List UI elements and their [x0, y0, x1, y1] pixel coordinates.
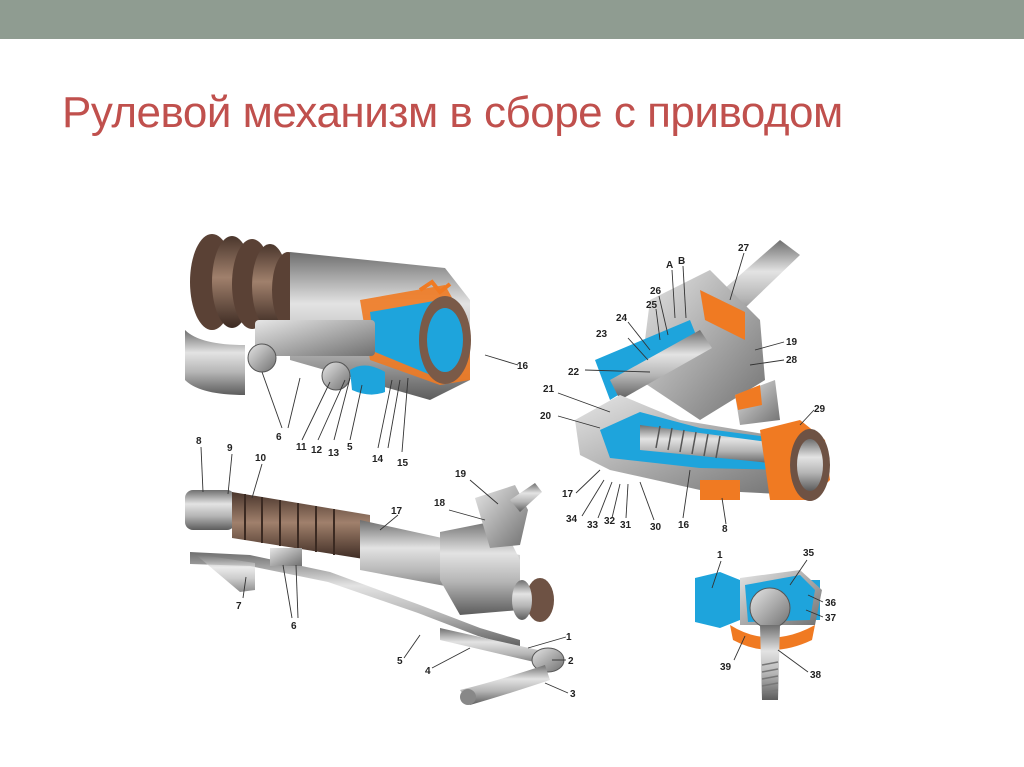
callout-16: 16 [517, 361, 529, 372]
callout-13: 13 [328, 448, 340, 459]
callout-17: 17 [391, 506, 403, 517]
leaders-ball-joint [711, 559, 824, 673]
callout-27: 27 [738, 243, 750, 254]
callout-19b: 19 [786, 337, 798, 348]
callout-8b: 8 [722, 524, 728, 535]
callout-1b: 1 [717, 550, 723, 561]
cutaway-rack-end [185, 234, 471, 400]
top-bar [0, 0, 1024, 39]
callout-36: 36 [825, 598, 837, 609]
callout-7: 7 [236, 601, 242, 612]
callout-16b: 16 [678, 520, 690, 531]
rack-teeth-section [640, 425, 790, 465]
pinion-shaft-section [610, 330, 712, 400]
callout-24: 24 [616, 313, 628, 324]
callouts-top-left: 16 6 11 12 13 5 14 15 [276, 361, 529, 469]
callout-17b: 17 [562, 489, 574, 500]
callout-8: 8 [196, 436, 202, 447]
callout-37: 37 [825, 613, 837, 624]
callout-28: 28 [786, 355, 798, 366]
callout-31: 31 [620, 520, 632, 531]
callout-15: 15 [397, 458, 409, 469]
callout-3: 3 [570, 689, 576, 700]
bellows-boot [190, 234, 304, 330]
callout-30: 30 [650, 522, 662, 533]
ball-pin-shank [760, 625, 780, 700]
callout-25: 25 [646, 300, 658, 311]
tie-rod-end [440, 628, 565, 705]
leaders-top-left [261, 354, 519, 453]
callout-33: 33 [587, 520, 599, 531]
rack-bellows [232, 492, 370, 560]
rack-end-face [427, 308, 463, 372]
callout-18: 18 [434, 498, 446, 509]
callout-9: 9 [227, 443, 233, 454]
slide-title: Рулевой механизм в сборе с приводом [62, 88, 843, 137]
callout-11: 11 [296, 442, 307, 453]
callout-22: 22 [568, 367, 580, 378]
bolt-left [247, 343, 277, 373]
callout-19: 19 [455, 469, 467, 480]
callout-1: 1 [566, 632, 572, 643]
callout-38: 38 [810, 670, 822, 681]
callout-5b: 5 [397, 656, 403, 667]
rack-mount-bracket [270, 548, 302, 566]
callout-4: 4 [425, 666, 431, 677]
callout-12: 12 [311, 445, 323, 456]
leaders-bottom-left [200, 446, 569, 694]
rack-assembly [185, 483, 565, 705]
ball-pin-head [749, 587, 791, 629]
callout-23: 23 [596, 329, 608, 340]
callout-14: 14 [372, 454, 384, 465]
callout-26: 26 [650, 286, 662, 297]
callouts-bottom-left: 8 9 10 7 6 17 18 19 5 4 1 2 3 [196, 436, 576, 700]
callout-34: 34 [566, 514, 578, 525]
callout-20: 20 [540, 411, 552, 422]
callout-29: 29 [814, 404, 826, 415]
callout-6b: 6 [291, 621, 297, 632]
cutaway-pinion-section [575, 240, 830, 501]
callout-32: 32 [604, 516, 616, 527]
pinion-shaft [510, 483, 542, 512]
callout-6: 6 [276, 432, 282, 443]
steering-arm [460, 665, 550, 705]
callouts-right: А В 27 26 25 24 23 22 21 20 19 28 29 17 … [540, 243, 826, 535]
rack-end-cap [526, 578, 554, 622]
callout-35: 35 [803, 548, 815, 559]
mounting-bracket [255, 320, 375, 356]
ball-joint-section [695, 570, 822, 700]
callouts-ball-joint: 1 35 36 37 39 38 [717, 548, 837, 681]
callout-2: 2 [568, 656, 574, 667]
callout-21: 21 [543, 384, 555, 395]
tie-rod-stub [185, 330, 245, 395]
callout-5: 5 [347, 442, 353, 453]
callout-A: А [666, 260, 673, 271]
rack-clamp-left [185, 490, 235, 530]
callout-10: 10 [255, 453, 267, 464]
leaders-right [557, 252, 815, 525]
callout-39: 39 [720, 662, 732, 673]
callout-B: В [678, 256, 685, 267]
bolt-right [321, 361, 351, 391]
